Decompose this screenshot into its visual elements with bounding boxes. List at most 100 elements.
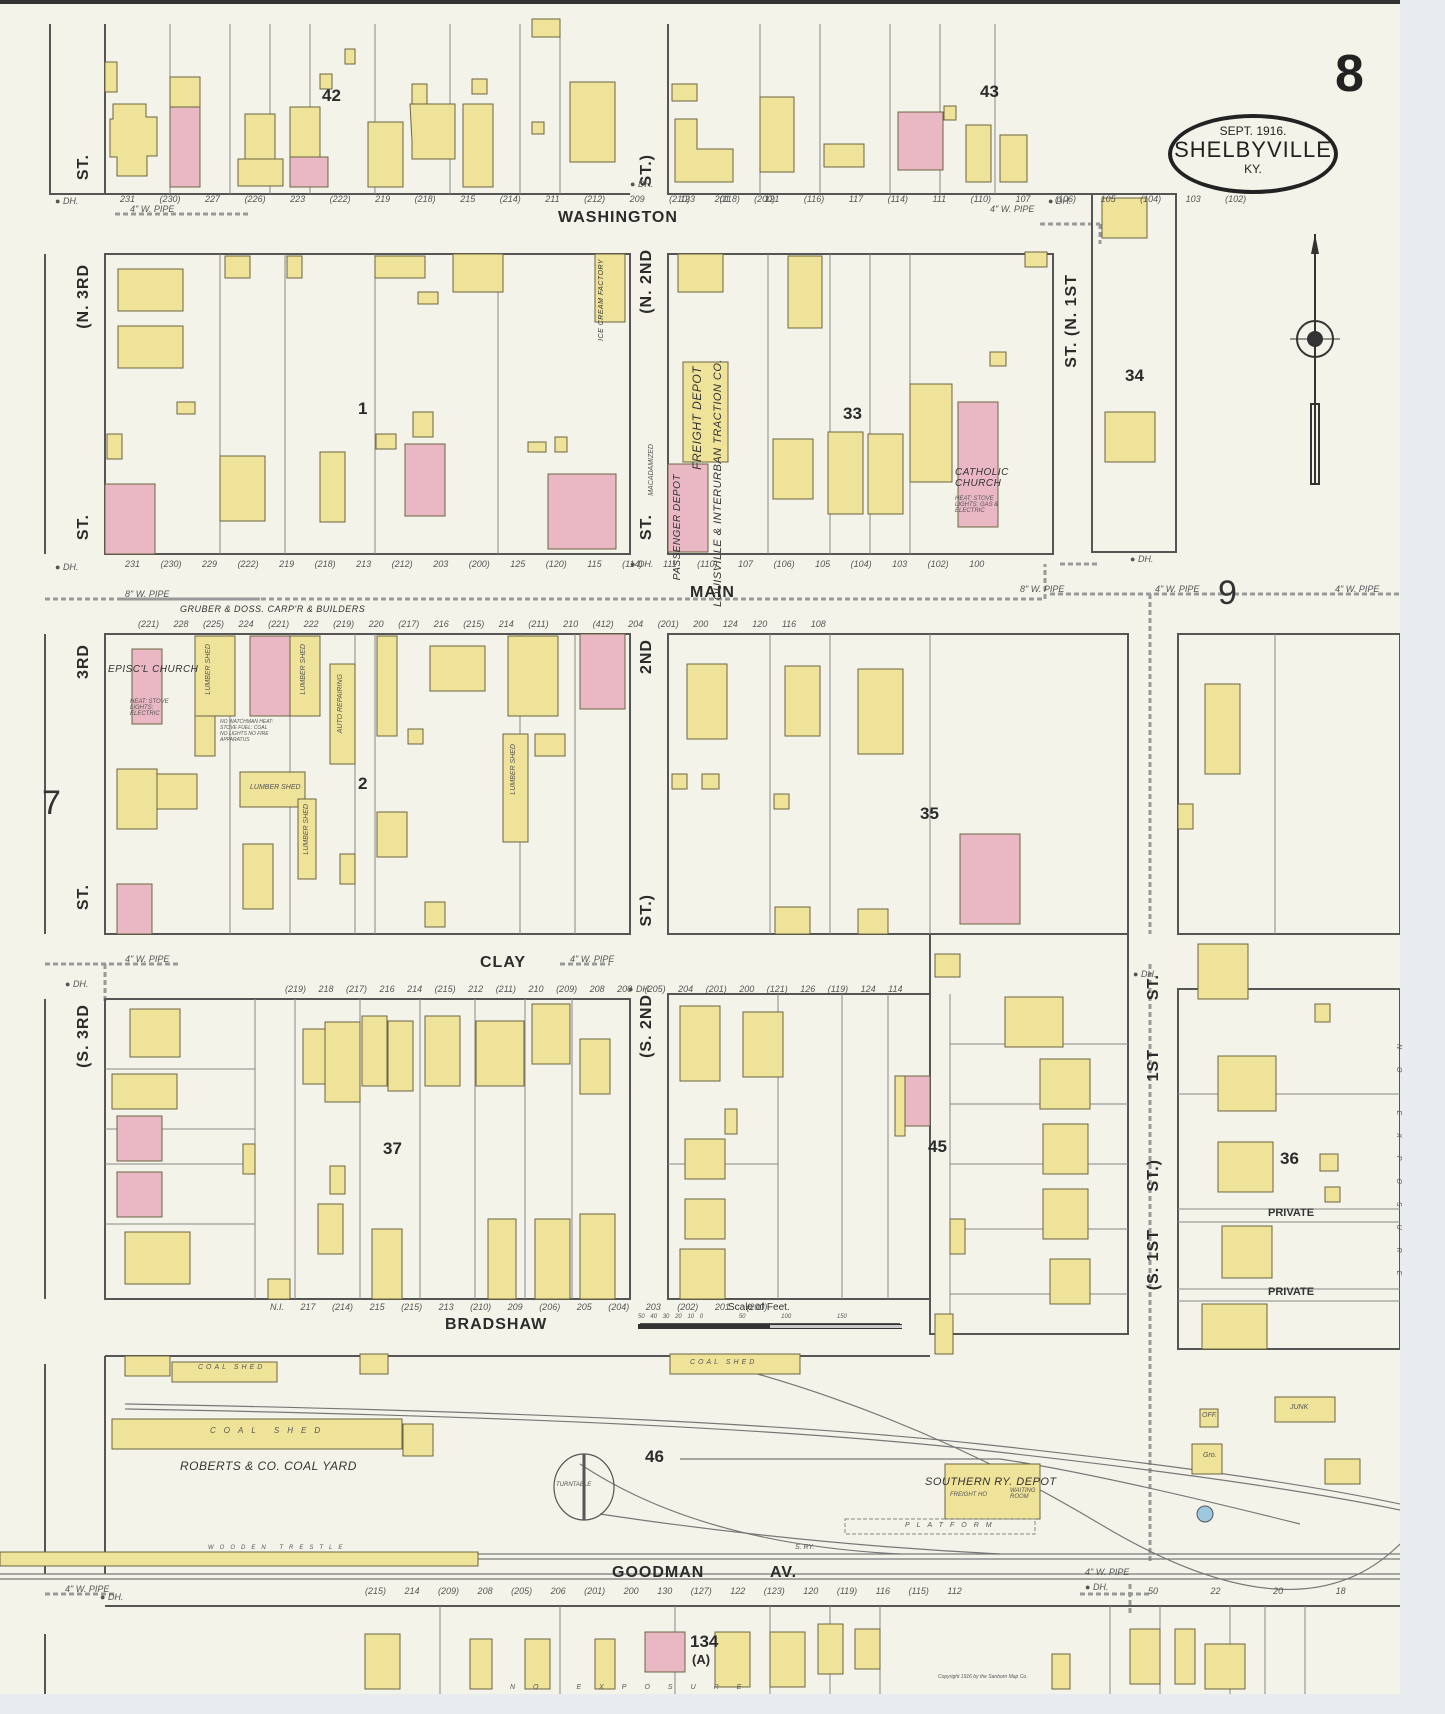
block-35: 35 bbox=[920, 804, 939, 823]
label-lumber-shed-4: LUMBER SHED bbox=[303, 804, 310, 855]
map-sheet: 8 SEPT. 1916. SHELBYVILLE KY. 7 9 WASHIN… bbox=[0, 0, 1402, 1694]
label-gruber-doss: GRUBER & DOSS. CARP'R & BUILDERS bbox=[180, 604, 366, 614]
label-pipe-main-east: 8" W. PIPE bbox=[1020, 584, 1065, 594]
label-pipe-washington-east: 4" W. PIPE bbox=[990, 204, 1035, 214]
label-off: OFF. bbox=[1202, 1412, 1218, 1419]
hydrant-icon: ● DH. bbox=[1130, 554, 1154, 564]
label-no-exposure-east: NO EXPOSURE bbox=[1395, 1044, 1402, 1294]
label-pipe-main-east3: 4" W. PIPE bbox=[1335, 584, 1380, 594]
hydrant-icon: ● DH. bbox=[1085, 1582, 1109, 1592]
title-date: SEPT. 1916. bbox=[1219, 124, 1287, 138]
label-southern-depot: SOUTHERN RY. DEPOT bbox=[925, 1476, 1057, 1488]
hydrant-icon: ● DH. bbox=[55, 562, 79, 572]
street-goodman: GOODMAN bbox=[612, 1564, 705, 1581]
label-ice-cream-factory: ICE CREAM FACTORY bbox=[598, 259, 605, 341]
block-134: 134 bbox=[690, 1632, 719, 1651]
hydrant-icon: ● DH. bbox=[55, 196, 79, 206]
label-macadamized: MACADAMIZED bbox=[648, 444, 655, 496]
addresses-goodman-north: (215) 214 (209) 208 (205) 206 (201) 200 … bbox=[365, 1586, 962, 1596]
label-coal-shed-3: COAL SHED bbox=[210, 1426, 329, 1435]
street-n2nd: (N. 2ND bbox=[638, 249, 655, 314]
label-traction-co: LOUISVILLE & INTERURBAN TRACTION CO. bbox=[712, 359, 724, 607]
map-canvas bbox=[0, 18, 1400, 1694]
street-main: MAIN bbox=[690, 584, 735, 601]
title-state: KY. bbox=[1244, 162, 1262, 176]
scale-title: Scale of Feet. bbox=[728, 1302, 790, 1313]
addresses-clay-south: (219) 218 (217) 216 214 (215) 212 (211) … bbox=[285, 984, 903, 994]
block-37: 37 bbox=[383, 1139, 402, 1158]
street-bradshaw: BRADSHAW bbox=[445, 1316, 548, 1333]
addresses-bradshaw-north: N.I. 217 (214) 215 (215) 213 (210) 209 (… bbox=[270, 1302, 768, 1312]
block-134-a: (A) bbox=[692, 1652, 711, 1667]
street-2nd-mid-st: ST.) bbox=[638, 894, 655, 927]
label-lumber-shed-2: LUMBER SHED bbox=[300, 644, 307, 695]
street-1st-mid: 1ST bbox=[1145, 1049, 1162, 1082]
block-43: 43 bbox=[980, 82, 999, 101]
street-s1st: (S. 1ST bbox=[1145, 1229, 1162, 1291]
street-n1st: ST. (N. 1ST bbox=[1063, 274, 1080, 368]
label-s-ry: S. RY. bbox=[795, 1544, 815, 1551]
street-n2nd-st: ST. bbox=[638, 514, 655, 541]
street-3rd-mid-st: ST. bbox=[75, 884, 92, 911]
street-3rd-mid: 3RD bbox=[75, 644, 92, 680]
title-cartouche: SEPT. 1916. SHELBYVILLE KY. bbox=[1168, 114, 1338, 194]
hydrant-icon: ● DH. bbox=[1133, 969, 1157, 979]
block-33: 33 bbox=[843, 404, 862, 423]
title-city: SHELBYVILLE bbox=[1174, 137, 1332, 162]
label-lumber-shed-1: LUMBER SHED bbox=[205, 644, 212, 695]
street-n3rd: (N. 3RD bbox=[75, 264, 92, 329]
label-coal-shed-1: COAL SHED bbox=[198, 1364, 266, 1371]
label-pipe-clay-west: 4" W. PIPE bbox=[125, 954, 170, 964]
addresses-main-south: (221) 228 (225) 224 (221) 222 (219) 220 … bbox=[138, 619, 826, 629]
label-pipe-washington: 4" W. PIPE bbox=[130, 204, 175, 214]
label-roberts-coal-yard: ROBERTS & CO. COAL YARD bbox=[180, 1459, 357, 1473]
scale-bar bbox=[638, 1324, 902, 1329]
hydrant-icon: ● DH. bbox=[65, 979, 89, 989]
label-pipe-clay-mid: 4" W. PIPE bbox=[570, 954, 615, 964]
block-36: 36 bbox=[1280, 1149, 1299, 1168]
street-goodman-suffix: AV. bbox=[770, 1564, 798, 1581]
label-gro: Gro. bbox=[1203, 1452, 1217, 1459]
label-catholic-notes: HEAT: STOVE LIGHTS: GAS & ELECTRIC bbox=[955, 496, 999, 514]
label-episcopal-notes: HEAT: STOVE LIGHTS: ELECTRIC bbox=[130, 699, 169, 717]
addresses-goodman-east: 50 22 20 18 bbox=[1148, 1586, 1346, 1596]
scale-ticks: 50 40 30 20 10 0 50 100 150 bbox=[638, 1314, 847, 1320]
sheet-number: 8 bbox=[1335, 45, 1364, 103]
hydrant-icon: ● DH. bbox=[630, 179, 654, 189]
street-private-1: PRIVATE bbox=[1268, 1207, 1315, 1219]
hydrant-icon: ● DH. bbox=[1048, 196, 1072, 206]
street-s1st-st: ST.) bbox=[1145, 1159, 1162, 1192]
scale-of-feet: Scale of Feet. 50 40 30 20 10 0 50 100 1… bbox=[638, 1302, 902, 1342]
block-1: 1 bbox=[358, 399, 368, 418]
street-s3rd: (S. 3RD bbox=[75, 1004, 92, 1068]
label-pipe-goodman-east: 4" W. PIPE bbox=[1085, 1567, 1130, 1577]
label-coal-shed-2: COAL SHED bbox=[690, 1359, 758, 1366]
addresses-washington-south: 231 (230) 227 (226) 223 (222) 219 (218) … bbox=[120, 194, 776, 204]
street-n3rd-st: ST. bbox=[75, 514, 92, 541]
street-n3rd-top: ST. bbox=[75, 154, 92, 181]
hydrant-icon: ● DH. bbox=[100, 1592, 124, 1602]
compass-rose-icon bbox=[1290, 234, 1340, 499]
label-turntable: TURNTABLE bbox=[556, 1482, 592, 1488]
street-2nd-mid: 2ND bbox=[638, 639, 655, 675]
street-washington: WASHINGTON bbox=[558, 209, 678, 226]
label-waiting-room: WAITING ROOM bbox=[1010, 1488, 1036, 1500]
label-no-watchman: NO WATCHMAN HEAT: STOVE FUEL: COAL NO LI… bbox=[220, 719, 274, 743]
street-clay: CLAY bbox=[480, 954, 527, 971]
label-trestle: WOODEN TRESTLE bbox=[208, 1545, 349, 1551]
label-auto-repairing: AUTO REPAIRING bbox=[337, 674, 344, 734]
addresses-main-north: 231 (230) 229 (222) 219 (218) 213 (212) … bbox=[125, 559, 985, 569]
block-42: 42 bbox=[322, 86, 341, 105]
label-freight-ho: FREIGHT HO bbox=[950, 1492, 987, 1498]
hydrant-icon: ● DH. bbox=[630, 559, 654, 569]
label-lumber-shed-3: LUMBER SHED bbox=[250, 784, 301, 791]
label-junk: JUNK bbox=[1290, 1404, 1309, 1411]
block-34: 34 bbox=[1125, 366, 1144, 385]
label-catholic-church: CATHOLIC CHURCH bbox=[955, 467, 1009, 489]
block-46: 46 bbox=[645, 1447, 664, 1466]
label-freight-depot: FREIGHT DEPOT bbox=[690, 366, 704, 470]
street-private-2: PRIVATE bbox=[1268, 1286, 1315, 1298]
label-pipe-goodman-west: 4" W. PIPE bbox=[65, 1584, 110, 1594]
hydrant-icon: ● DH. bbox=[628, 984, 652, 994]
block-45: 45 bbox=[928, 1137, 947, 1156]
